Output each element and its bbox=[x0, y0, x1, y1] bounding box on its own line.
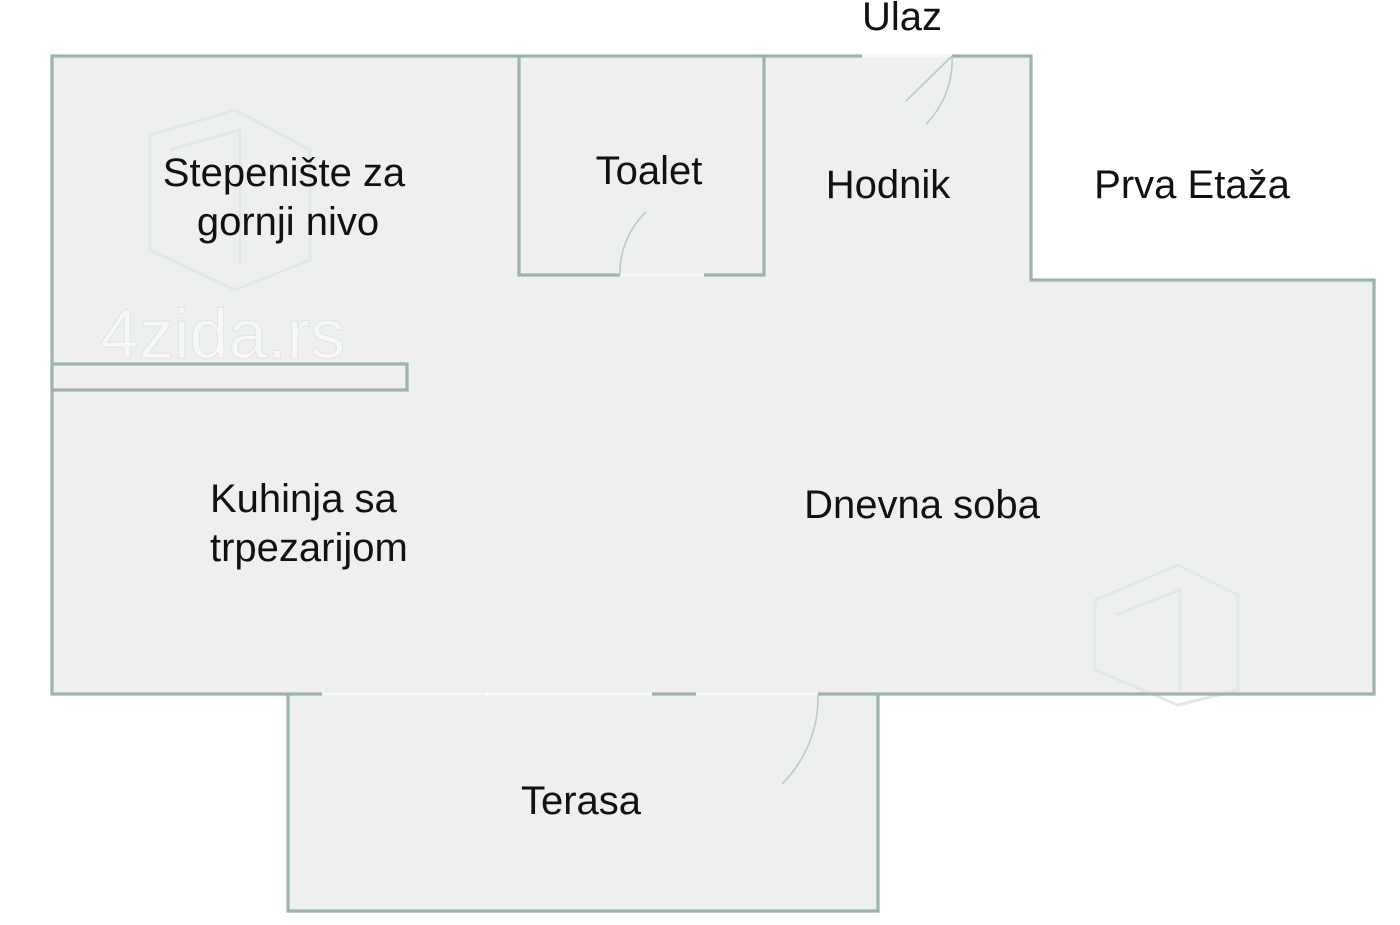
toilet-label: Toalet bbox=[596, 149, 703, 193]
watermark-logo-right bbox=[1093, 563, 1240, 707]
entrance-door-swing bbox=[925, 55, 953, 125]
watermark-text: 4zida.rs bbox=[100, 295, 345, 373]
terrace-wall bbox=[286, 694, 880, 913]
partition-wall bbox=[50, 362, 409, 392]
terrace-door-swing bbox=[781, 693, 819, 785]
entrance-door-leaf bbox=[905, 55, 953, 102]
watermark-logo-left bbox=[148, 108, 312, 292]
terrace-label: Terasa bbox=[521, 779, 642, 823]
kitchen-label-line2: trpezarijom bbox=[210, 526, 408, 570]
living-room-label: Dnevna soba bbox=[804, 483, 1040, 527]
main-floor bbox=[52, 56, 1374, 694]
hallway-label: Hodnik bbox=[826, 163, 952, 207]
entrance-label: Ulaz bbox=[862, 0, 942, 39]
stairs-label-line1: Stepenište za bbox=[163, 151, 406, 195]
stairs-label-line2: gornji nivo bbox=[197, 200, 379, 244]
terrace-floor bbox=[288, 694, 878, 911]
floor-title: Prva Etaža bbox=[1094, 163, 1290, 207]
outer-wall bbox=[50, 54, 1376, 696]
kitchen-label-line1: Kuhinja sa bbox=[210, 477, 398, 521]
toilet-door-swing bbox=[619, 211, 647, 276]
